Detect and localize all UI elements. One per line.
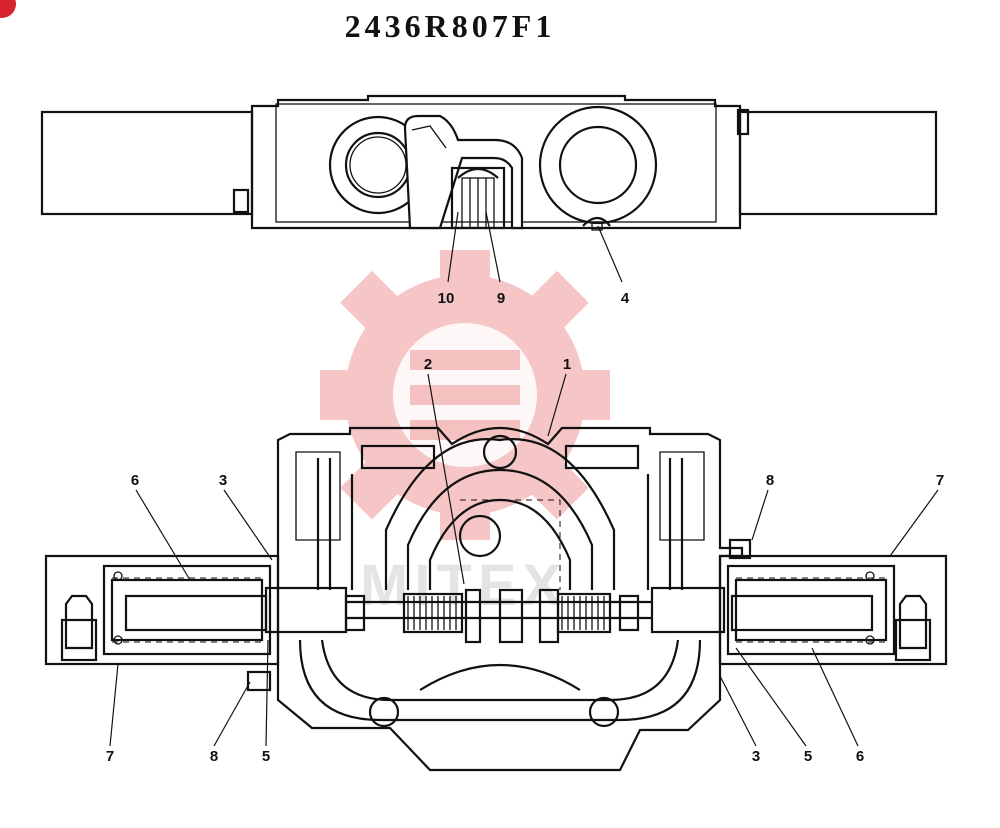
section-callout-6-left: 6 xyxy=(130,472,140,489)
section-callout-8-right: 8 xyxy=(765,472,775,489)
drawing-number: 2436R807F1 xyxy=(344,8,556,44)
top-callout-9: 9 xyxy=(496,290,506,307)
section-callout-8-left: 8 xyxy=(209,748,219,765)
section-callout-6-right: 6 xyxy=(855,748,865,765)
corner-badge xyxy=(0,0,16,18)
section-callout-1: 1 xyxy=(562,356,572,373)
top-callout-10: 10 xyxy=(437,290,455,307)
section-callout-5-right: 5 xyxy=(803,748,813,765)
section-callout-7-right: 7 xyxy=(935,472,945,489)
section-callout-3-right: 3 xyxy=(751,748,761,765)
section-callout-2: 2 xyxy=(423,356,433,373)
top-callout-4: 4 xyxy=(620,290,630,307)
section-callout-7-left: 7 xyxy=(105,748,115,765)
section-callout-5-left: 5 xyxy=(261,748,271,765)
watermark-gear-logo xyxy=(320,250,610,540)
section-callout-3-left: 3 xyxy=(218,472,228,489)
